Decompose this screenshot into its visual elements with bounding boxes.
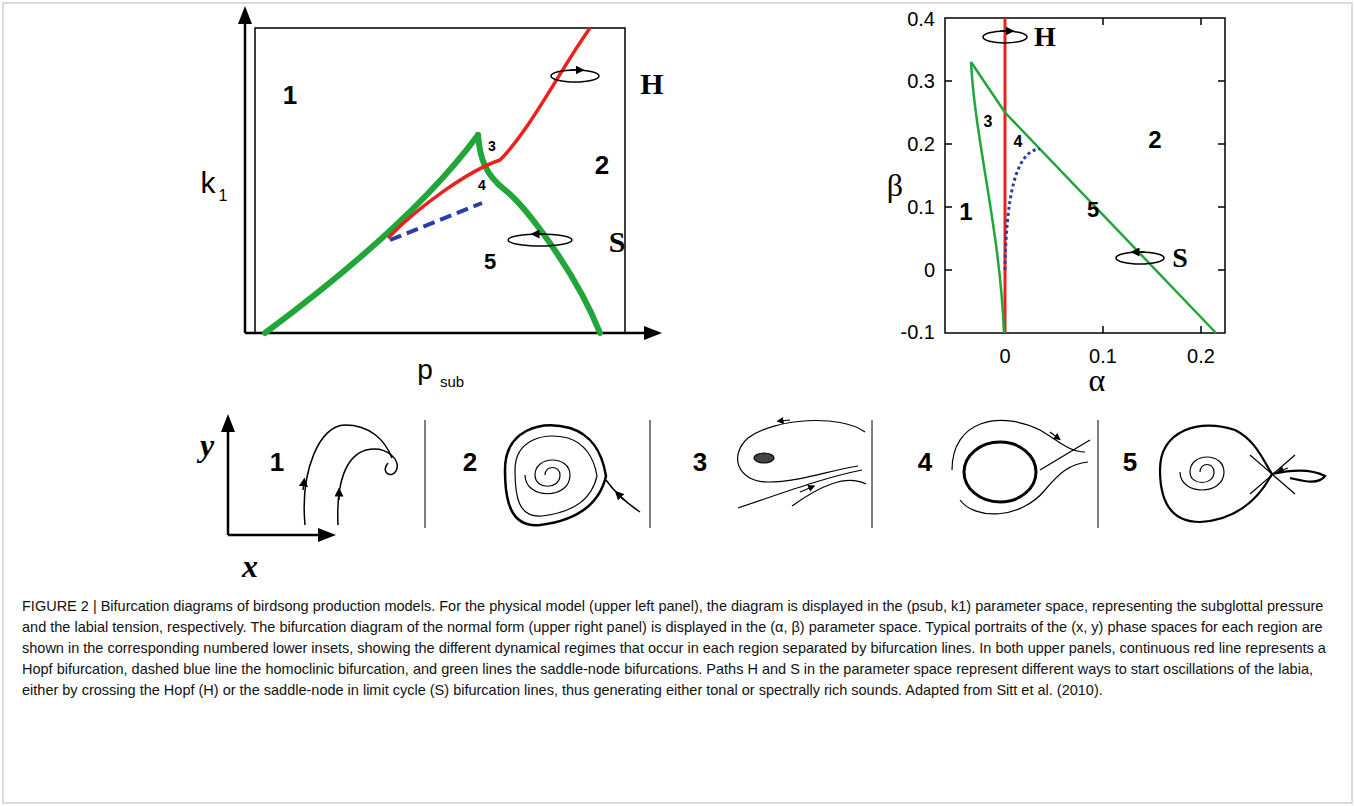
region-number: 3 [488,139,496,153]
inset-number: 3 [693,449,707,475]
region-number: 1 [283,82,297,108]
axis-line [245,332,648,335]
normal-form-diagram [945,18,1225,333]
axis-label: β [887,169,903,201]
axis-label: k [201,168,216,198]
region-number: 1 [959,200,972,224]
saddle-node-line [971,62,1216,333]
tick-marks [945,18,1225,333]
region-number: 2 [1148,128,1161,152]
tick-label: 0.4 [907,9,935,29]
path-label: H [640,69,663,99]
tick-label: 0.2 [907,134,935,154]
region-number: 5 [1087,199,1099,221]
path-arrow [570,69,580,71]
hopf-line [388,28,590,238]
tick-label: 0.1 [907,197,935,217]
homoclinic-line [390,203,482,240]
axis-arrowhead [318,528,336,542]
axis-subscript: sub [440,374,464,389]
inset-number: 5 [1123,449,1137,475]
phase-portrait [303,425,397,525]
axis-arrowhead [644,326,662,340]
axis-label: α [1089,364,1106,396]
saddle-node-line [478,135,600,333]
path-arrow [1135,251,1145,253]
path-loop [551,70,599,82]
path-label: S [609,227,626,257]
region-number: 4 [1014,134,1023,150]
figure-frame [3,3,1352,803]
axis-line [244,20,247,333]
inset-number: 1 [270,449,284,475]
saddle-node-line [265,135,478,333]
path-arrow [535,233,545,235]
hopf-line [1004,18,1007,333]
plot-box [255,28,625,333]
physical-model-diagram [238,6,662,340]
axis-line [227,428,230,535]
region-number: 2 [595,152,609,178]
tick-label: 0.3 [907,71,935,91]
axis-line [228,534,322,537]
region-number: 4 [478,178,486,192]
tick-label: 0.1 [1089,346,1117,366]
phase-portraits [221,414,1325,542]
homoclinic-line [1005,149,1040,270]
path-loop [508,234,572,246]
phase-portrait [1160,426,1325,522]
axis-label: x [242,550,258,582]
figure-caption: FIGURE 2 | Bifurcation diagrams of birds… [22,596,1334,701]
inset-number: 2 [463,449,477,475]
path-label: H [1034,23,1056,51]
axis-subscript: 1 [219,188,228,204]
axis-arrowhead [221,414,235,432]
axis-arrowhead [238,6,252,24]
tick-label: 0 [924,260,935,280]
axis-label: p [417,356,433,384]
path-loop [983,31,1027,43]
path-loop [1116,252,1164,264]
tick-label: 0 [999,346,1010,366]
inset-number: 4 [918,449,932,475]
saddle-node-line [971,62,1004,333]
plot-box [945,18,1225,333]
axis-label: y [200,429,214,461]
phase-portrait [738,420,866,508]
path-label: S [1172,244,1188,272]
region-number: 3 [984,114,993,130]
tick-label: 0.2 [1187,346,1215,366]
phase-portrait [505,425,640,525]
path-arrow [1000,30,1010,32]
phase-portrait [952,420,1090,514]
tick-label: -0.1 [901,322,935,342]
inset-separators [425,420,1098,528]
region-number: 5 [484,251,496,273]
